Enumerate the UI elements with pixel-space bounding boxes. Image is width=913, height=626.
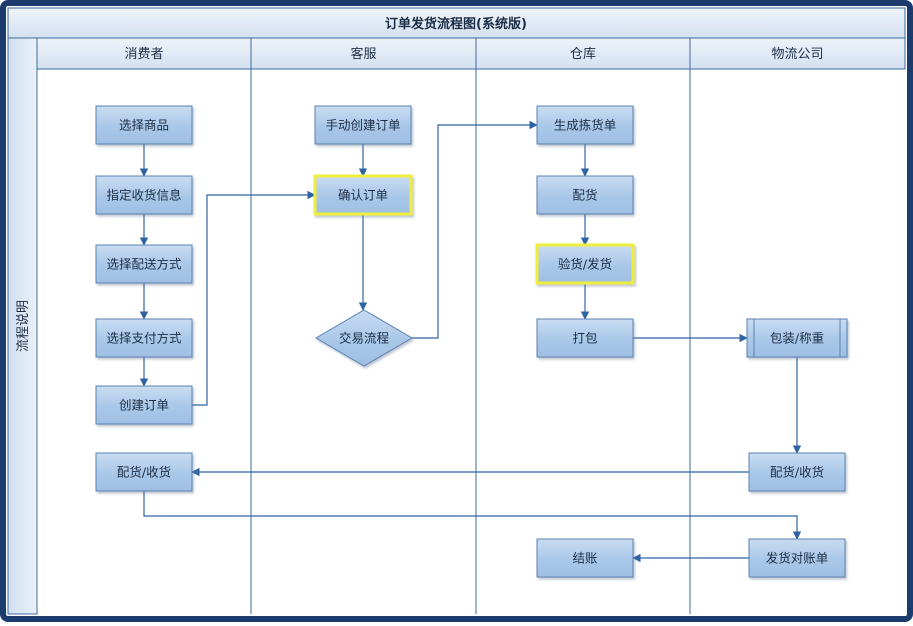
process-shape xyxy=(748,452,846,492)
node-label: 打包 xyxy=(572,331,597,346)
node-consumer-receive[interactable]: 配货/收货 xyxy=(95,452,193,492)
node-shipping-statement[interactable]: 发货对账单 xyxy=(748,538,846,578)
lane-service: 客服 xyxy=(250,38,377,614)
lane-logistics: 物流公司 xyxy=(689,38,824,614)
node-select-goods[interactable]: 选择商品 xyxy=(95,105,193,145)
process-shape xyxy=(314,105,412,145)
lane-header-row xyxy=(36,37,906,70)
node-trade-flow[interactable]: 交易流程 xyxy=(315,309,413,367)
lane-warehouse: 仓库 xyxy=(475,38,596,614)
process-shape xyxy=(95,175,193,215)
process-shape xyxy=(313,174,413,216)
node-label: 发货对账单 xyxy=(766,551,829,566)
process-shape xyxy=(95,244,193,284)
node-specify-receive-info[interactable]: 指定收货信息 xyxy=(95,175,193,215)
decision-shape xyxy=(315,309,413,367)
process-shape xyxy=(536,318,634,358)
node-inspect-ship[interactable]: 验货/发货 xyxy=(535,243,635,285)
node-label: 选择商品 xyxy=(119,118,169,133)
node-label: 验货/发货 xyxy=(558,257,612,272)
node-label: 交易流程 xyxy=(339,331,390,346)
node-select-payment[interactable]: 选择支付方式 xyxy=(95,318,193,358)
node-label: 包装/称重 xyxy=(770,331,824,346)
edge-trade-flow-to-generate-picklist xyxy=(412,120,538,339)
node-label: 手动创建订单 xyxy=(325,118,400,133)
edge-consumer-receive-to-shipping-statement xyxy=(143,491,802,540)
node-label: 生成拣货单 xyxy=(554,118,617,133)
node-manual-create-order[interactable]: 手动创建订单 xyxy=(314,105,412,145)
node-label: 指定收货信息 xyxy=(106,188,181,203)
node-label: 配货 xyxy=(572,188,597,203)
process-shape xyxy=(535,243,635,285)
node-label: 配货/收货 xyxy=(117,465,171,480)
node-label: 选择支付方式 xyxy=(106,331,182,346)
title-bar xyxy=(7,7,906,39)
process-shape xyxy=(536,105,634,145)
node-generate-picklist[interactable]: 生成拣货单 xyxy=(536,105,634,145)
lane-header-consumer: 消费者 xyxy=(124,47,163,62)
node-label: 选择配送方式 xyxy=(106,257,182,272)
node-package-weigh[interactable]: 包装/称重 xyxy=(746,318,848,358)
node-allocate[interactable]: 配货 xyxy=(536,175,634,215)
lane-header-service: 客服 xyxy=(350,46,376,62)
process-shape xyxy=(95,385,193,425)
process-shape xyxy=(95,452,193,492)
node-pack[interactable]: 打包 xyxy=(536,318,634,358)
node-create-order[interactable]: 创建订单 xyxy=(95,385,193,425)
subprocess-shape xyxy=(746,318,848,358)
process-shape xyxy=(536,175,634,215)
node-label: 结账 xyxy=(572,551,598,566)
process-shape xyxy=(536,538,634,578)
process-shape xyxy=(748,538,846,578)
node-label: 配货/收货 xyxy=(770,465,824,480)
lane-consumer: 消费者 xyxy=(36,38,164,614)
side-label: 流程说明 xyxy=(16,300,31,352)
edge-create-order-to-confirm-order xyxy=(192,190,316,406)
node-label: 确认订单 xyxy=(338,188,388,203)
lane-header-logistics: 物流公司 xyxy=(771,47,823,62)
side-label-column xyxy=(7,37,38,615)
process-shape xyxy=(95,318,193,358)
lane-header-warehouse: 仓库 xyxy=(570,46,596,62)
node-label: 创建订单 xyxy=(119,398,169,413)
diagram-title: 订单发货流程图(系统版) xyxy=(385,16,527,32)
node-settle[interactable]: 结账 xyxy=(536,538,634,578)
process-shape xyxy=(95,105,193,145)
node-logistics-receive[interactable]: 配货/收货 xyxy=(748,452,846,492)
node-select-delivery[interactable]: 选择配送方式 xyxy=(95,244,193,284)
node-confirm-order[interactable]: 确认订单 xyxy=(313,174,413,216)
